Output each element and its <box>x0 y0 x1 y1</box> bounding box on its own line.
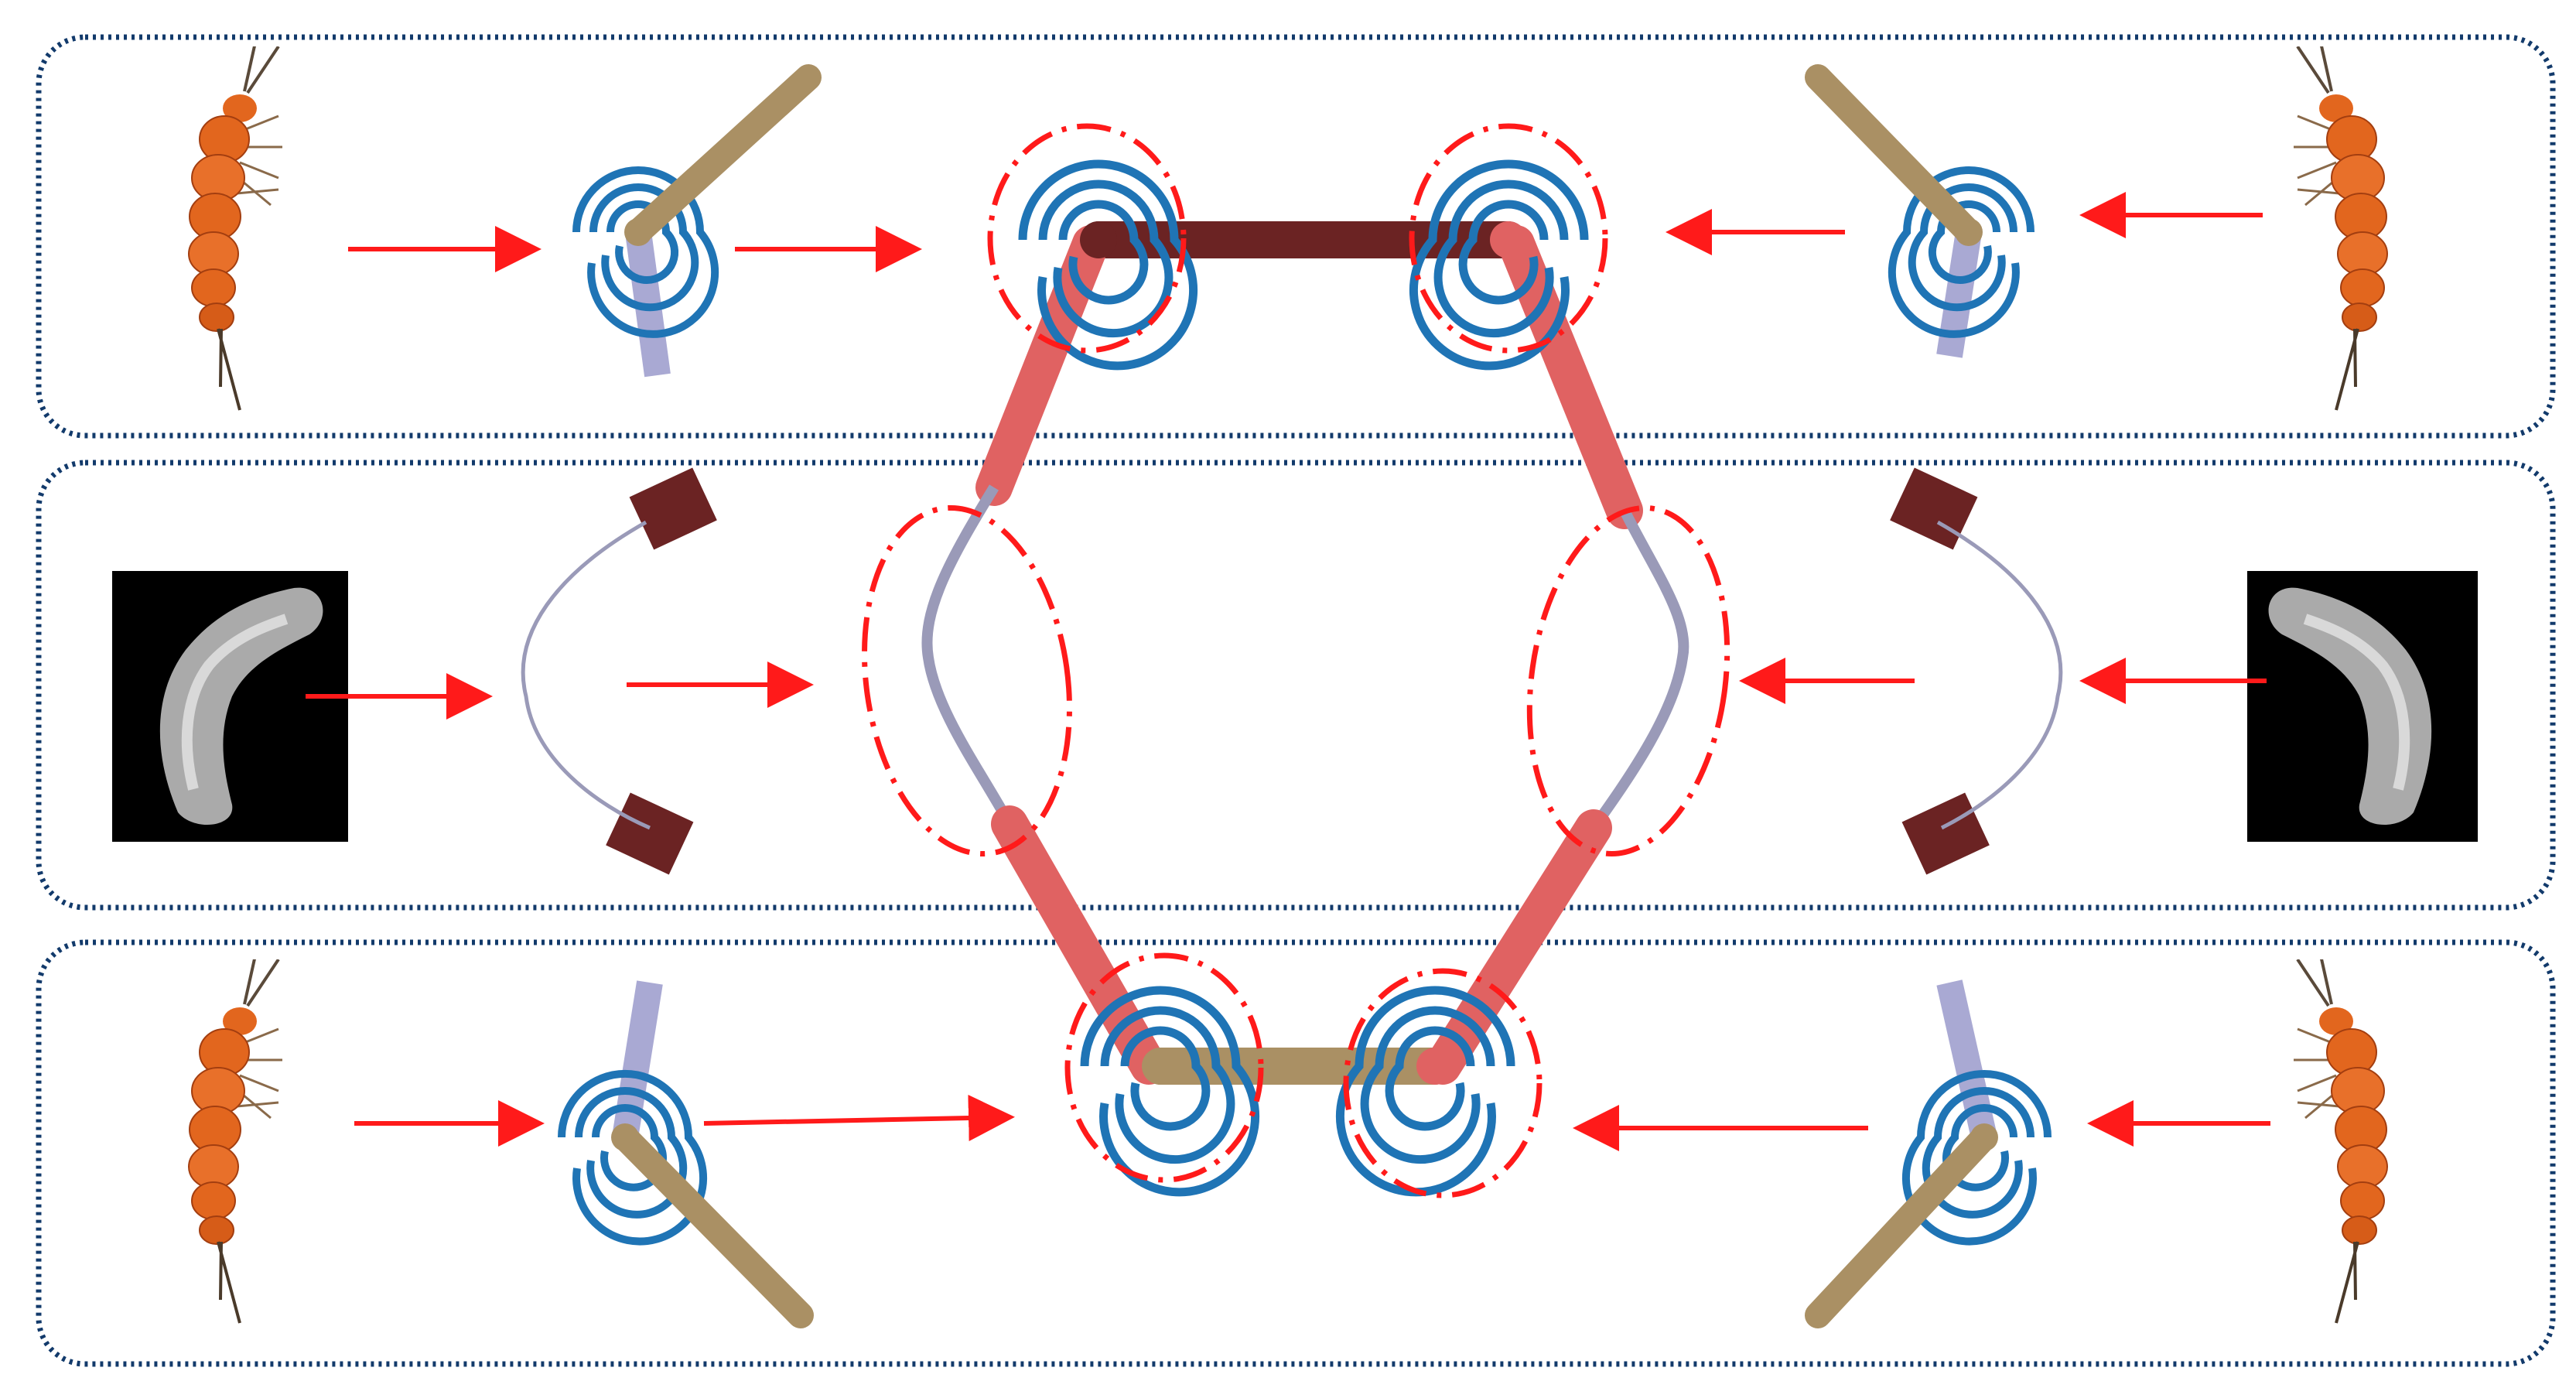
right-lower-link <box>1424 809 1612 1085</box>
arrow-icon <box>703 1094 1015 1141</box>
insect-icon <box>189 956 282 1323</box>
highlight-ellipse <box>1409 123 1608 354</box>
spiral-spring-icon <box>1888 166 2034 338</box>
micrograph-icon <box>112 571 348 842</box>
flexure-beam-icon <box>1890 467 2063 875</box>
insect-icon <box>189 43 282 410</box>
panel-bottom <box>36 939 2556 1367</box>
highlight-ellipses <box>862 123 1730 1198</box>
spiral-spring-icon <box>1018 159 1197 371</box>
left-flexure <box>921 484 1015 827</box>
insect-icon <box>2294 956 2387 1323</box>
spring-joint-top-right <box>1805 64 2034 358</box>
insect-icon <box>2294 43 2387 410</box>
spiral-spring-icon <box>1080 986 1259 1197</box>
highlight-ellipse <box>987 123 1187 354</box>
right-upper-link <box>1498 225 1643 529</box>
panel-middle <box>36 460 2556 911</box>
arrows <box>306 192 2270 1151</box>
spiral-spring-icon <box>1409 159 1589 371</box>
spring-joint-bottom-left <box>558 980 814 1328</box>
highlight-ellipse <box>1343 968 1543 1198</box>
spiral-spring-icon <box>1902 1070 2052 1246</box>
highlight-ellipse <box>1064 952 1264 1183</box>
highlight-ellipse <box>862 504 1072 857</box>
highlight-ellipse <box>1526 505 1730 856</box>
spiral-spring-icon <box>572 166 719 338</box>
panel-top <box>36 34 2556 439</box>
spring-joint-bottom-right <box>1805 979 2052 1328</box>
right-flexure <box>1589 508 1689 832</box>
spiral-spring-icon <box>558 1070 707 1246</box>
micrograph-icon <box>2247 571 2478 842</box>
central-mechanism <box>921 159 1689 1197</box>
flexure-beam-icon <box>521 467 717 875</box>
spring-joint-top-left <box>572 64 822 378</box>
